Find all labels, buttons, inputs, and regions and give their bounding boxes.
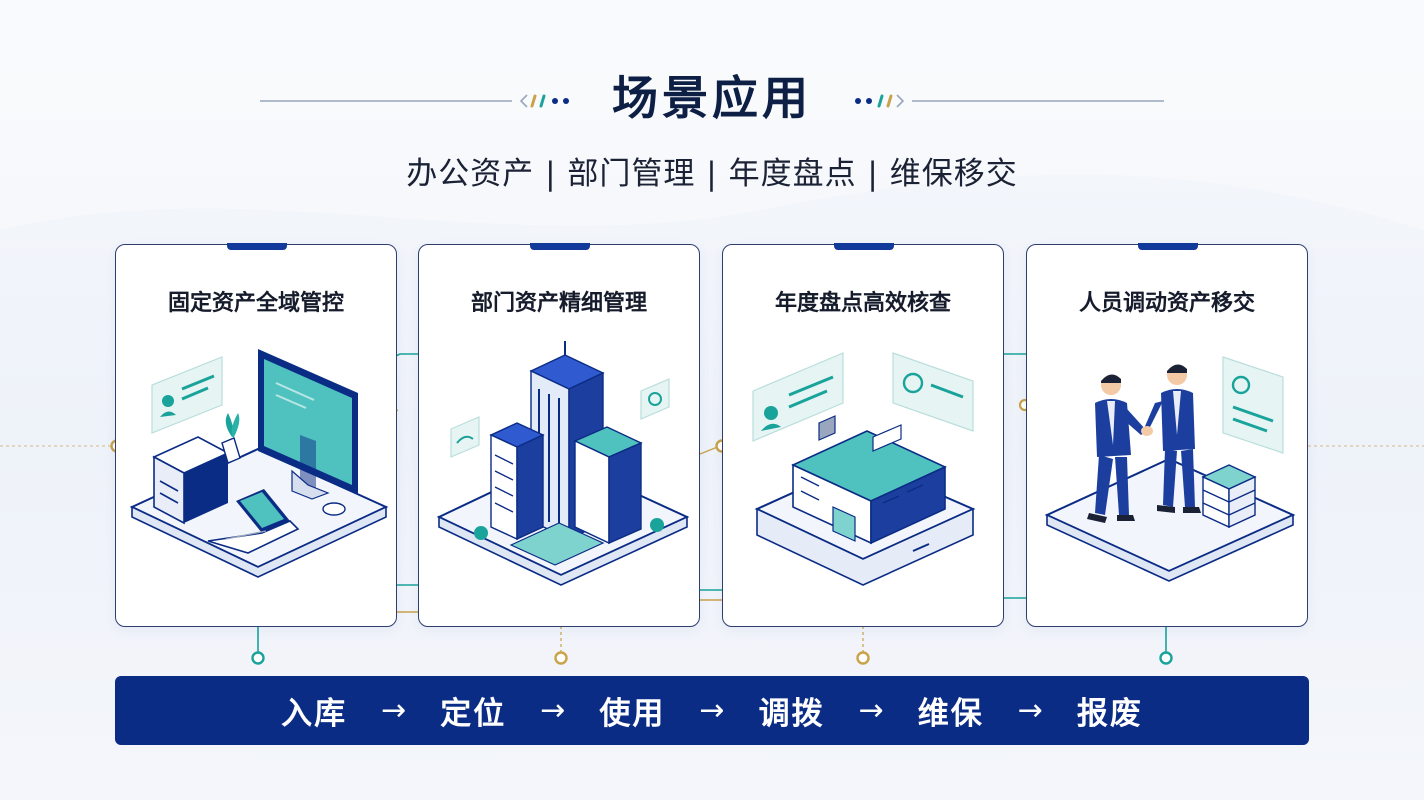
handshake-transfer-icon — [1044, 356, 1296, 582]
flow-step-maintain: 维保 — [917, 696, 984, 732]
card-tab-accent — [1138, 243, 1198, 250]
scenario-card-department-assets: 部门资产精细管理 — [418, 243, 700, 627]
scenario-card-staff-transfer: 人员调动资产移交 — [1026, 243, 1308, 627]
scenario-card-annual-inventory: 年度盘点高效核查 — [722, 243, 1004, 627]
flow-arrow-icon: → — [381, 693, 407, 728]
flow-step-inbound: 入库 — [281, 696, 348, 732]
card-tab-accent — [834, 243, 894, 250]
flow-step-use: 使用 — [599, 696, 666, 732]
card-title: 人员调动资产移交 — [1078, 291, 1255, 316]
office-workstation-icon — [129, 349, 389, 578]
card-title: 部门资产精细管理 — [470, 291, 647, 316]
flow-step-scrap: 报废 — [1076, 696, 1143, 732]
card-tab-accent — [227, 243, 287, 250]
page-subtitle: 办公资产 | 部门管理 | 年度盘点 | 维保移交 — [406, 156, 1018, 192]
card-title: 年度盘点高效核查 — [774, 291, 951, 316]
page-title: 场景应用 — [612, 71, 812, 125]
office-building-icon — [436, 341, 690, 586]
scenario-card-fixed-assets: 固定资产全域管控 — [115, 243, 397, 627]
flow-arrow-icon: → — [1017, 693, 1043, 728]
card-title: 固定资产全域管控 — [167, 291, 344, 316]
flow-step-locate: 定位 — [440, 696, 507, 732]
flow-arrow-icon: → — [540, 693, 566, 728]
card-tab-accent — [530, 243, 590, 250]
flow-arrow-icon: → — [699, 693, 725, 728]
lifecycle-flow-bar: 入库 → 定位 → 使用 → 调拨 → 维保 → 报废 — [115, 676, 1309, 745]
inventory-building-icon — [752, 352, 976, 586]
flow-arrow-icon: → — [858, 693, 884, 728]
flow-step-transfer: 调拨 — [758, 696, 825, 732]
